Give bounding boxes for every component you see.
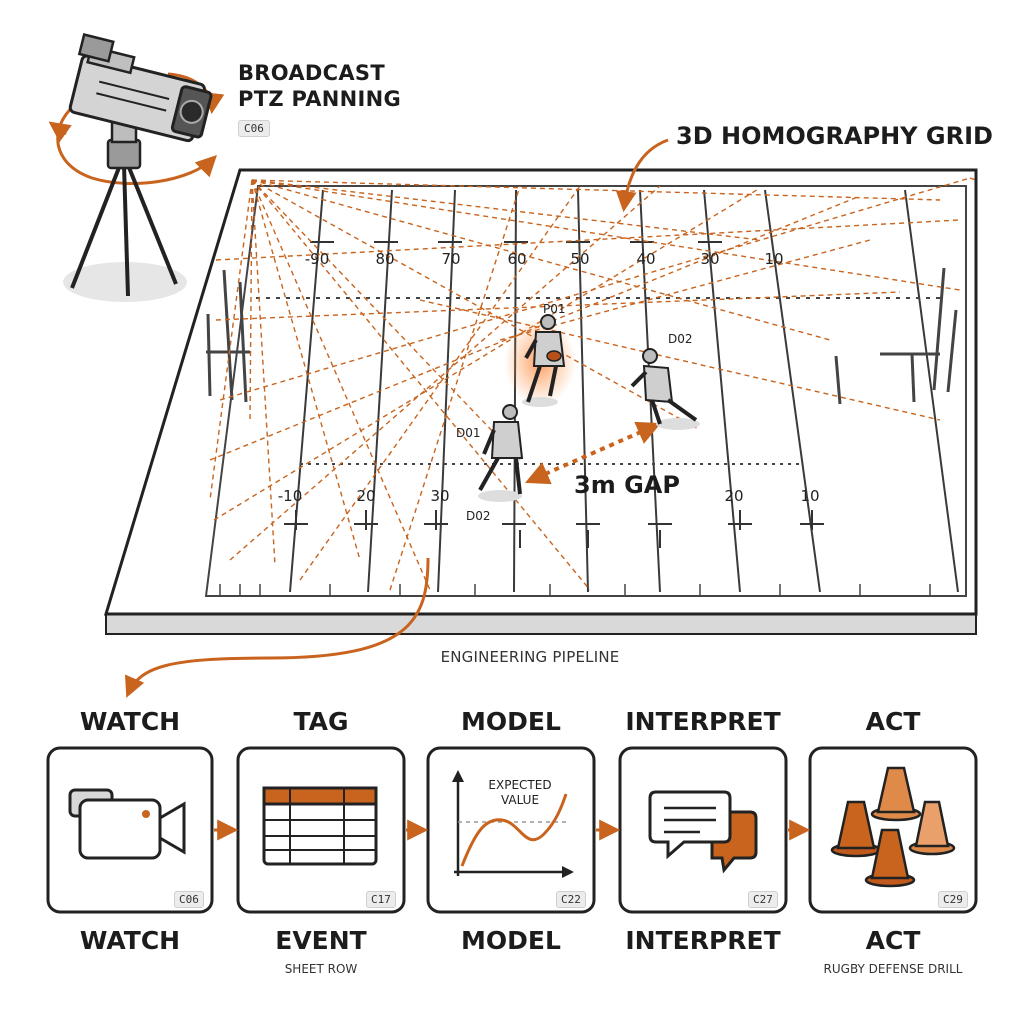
curve-chart-icon <box>452 770 574 878</box>
camera-title: BROADCAST PTZ PANNING <box>238 60 401 112</box>
yard-label: 70 <box>441 250 461 268</box>
yard-label: 60 <box>507 250 527 268</box>
player-label-d02: D02 <box>668 332 693 346</box>
player-label-p01: P01 <box>543 302 566 316</box>
grid-pointer-arrow <box>615 138 669 213</box>
stage-watch-bottom: WATCH <box>79 926 181 955</box>
training-cones-icon <box>830 766 956 888</box>
stage-act-bottom: ACT <box>865 926 921 955</box>
ptz-camera-icon <box>48 33 225 302</box>
homography-grid-title: 3D HOMOGRAPHY GRID <box>676 122 993 150</box>
stage-code-badge: C27 <box>748 891 778 908</box>
yard-label: 80 <box>375 250 395 268</box>
gap-label: 3m GAP <box>574 471 680 499</box>
player-d02-right <box>630 348 700 430</box>
stage-model-top: MODEL <box>461 707 561 736</box>
stage-event-bottom: EVENT <box>275 926 367 955</box>
goal-post-right <box>834 267 958 405</box>
camera-title-line2: PTZ PANNING <box>238 87 402 111</box>
camera-code-badge: C06 <box>238 120 270 137</box>
speech-bubbles-icon <box>648 790 758 874</box>
spreadsheet-icon <box>262 786 378 866</box>
camera-title-line1: BROADCAST <box>238 61 385 85</box>
yard-label: 30 <box>430 487 450 505</box>
yard-label: 10 <box>800 487 820 505</box>
stage-code-badge: C06 <box>174 891 204 908</box>
yard-label: 30 <box>700 250 720 268</box>
stage-interpret-top: INTERPRET <box>625 707 781 736</box>
stage-model-bottom: MODEL <box>461 926 561 955</box>
video-camera-icon <box>68 788 186 860</box>
player-label-d01: D01 <box>456 426 481 440</box>
yard-label: 20 <box>356 487 376 505</box>
pipeline-pointer-arrow <box>124 557 430 698</box>
hash-marks <box>284 241 824 548</box>
stage-act-top: ACT <box>865 707 921 736</box>
yard-label: 50 <box>570 250 590 268</box>
stage-interpret-bottom: INTERPRET <box>625 926 781 955</box>
stage-code-badge: C29 <box>938 891 968 908</box>
yard-label: 10 <box>764 250 784 268</box>
homography-rays <box>209 177 977 591</box>
yard-label: -90 <box>304 250 330 268</box>
pipeline-title: ENGINEERING PIPELINE <box>440 648 620 666</box>
yard-label: -10 <box>277 487 303 505</box>
sideline-ticks <box>219 584 931 596</box>
stage-act-subtitle: RUGBY DEFENSE DRILL <box>823 962 963 976</box>
player-label-d02-low: D02 <box>466 509 491 523</box>
player-p01 <box>504 314 576 407</box>
stage-code-badge: C22 <box>556 891 586 908</box>
pipeline-boxes <box>46 746 978 914</box>
player-d01 <box>478 404 524 502</box>
expected-value-label: EXPECTED VALUE <box>488 778 552 807</box>
gap-arrow <box>525 421 661 485</box>
stage-watch-top: WATCH <box>79 707 181 736</box>
yard-label: 40 <box>636 250 656 268</box>
yard-label: 20 <box>724 487 744 505</box>
stage-tag-top: TAG <box>293 707 349 736</box>
stage-code-badge: C17 <box>366 891 396 908</box>
stage-event-subtitle: SHEET ROW <box>284 962 358 976</box>
goal-post-left <box>206 269 250 403</box>
